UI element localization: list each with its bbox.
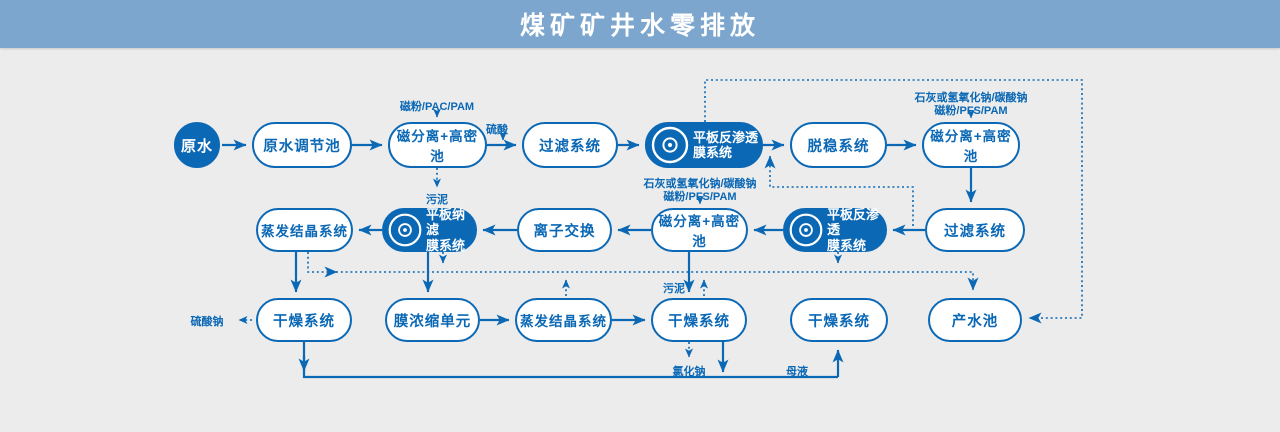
node-evap-cryst-2: 蒸发结晶系统 <box>515 298 612 342</box>
title-bar: 煤矿矿井水零排放 <box>0 0 1280 48</box>
node-filter-1: 过滤系统 <box>522 122 618 168</box>
node-magsep-hd-3: 磁分离+高密池 <box>651 208 748 252</box>
label-dosing-2b: 磁粉/PFS/PAM <box>934 105 1008 117</box>
label-sodium-sulfate: 硫酸钠 <box>190 316 224 328</box>
node-dry-2: 干燥系统 <box>651 298 747 342</box>
dotted-connectors <box>238 79 1083 358</box>
node-raw-water-pool: 原水调节池 <box>252 122 352 168</box>
label-mother-liquor: 母液 <box>786 366 808 378</box>
node-nf-membrane: 平板纳滤膜系统 <box>382 207 477 253</box>
node-magsep-hd-2: 磁分离+高密池 <box>922 122 1020 168</box>
node-ro-membrane-1: 平板反渗透膜系统 <box>645 122 763 168</box>
node-evap-cryst-1: 蒸发结晶系统 <box>256 208 353 252</box>
label-sludge-1: 污泥 <box>426 194 448 206</box>
condensate-line-to-productpool <box>307 252 979 291</box>
node-ion-exchange: 离子交换 <box>517 208 612 252</box>
solid-connectors <box>222 139 977 379</box>
mother-liquor-line <box>302 342 838 379</box>
page-title: 煤矿矿井水零排放 <box>519 12 760 40</box>
node-dry-3: 干燥系统 <box>790 298 888 342</box>
node-magsep-hd-1: 磁分离+高密池 <box>388 122 487 168</box>
label-sludge-2: 污泥 <box>663 283 685 295</box>
ro1-permeate-to-productpool <box>704 79 1083 324</box>
membrane-icon <box>650 125 690 165</box>
node-filter-2: 过滤系统 <box>925 208 1025 252</box>
node-membrane-conc: 膜浓缩单元 <box>385 298 480 342</box>
membrane-icon <box>788 212 824 248</box>
label-dosing-3b: 磁粉/PFS/PAM <box>663 191 737 203</box>
label-sulfuric-acid: 硫酸 <box>486 124 508 136</box>
node-dry-1: 干燥系统 <box>256 298 352 342</box>
bypass-to-destab-inlet <box>764 155 914 226</box>
node-ro-membrane-2: 平板反渗透膜系统 <box>783 207 887 253</box>
membrane-icon <box>387 212 423 248</box>
label-sodium-chloride: 氯化钠 <box>672 366 706 378</box>
node-destab: 脱稳系统 <box>790 122 887 168</box>
label-dosing-2a: 石灰或氢氧化钠/碳酸钠 <box>914 92 1028 104</box>
label-dosing-3a: 石灰或氢氧化钠/碳酸钠 <box>643 178 757 190</box>
node-product-pool: 产水池 <box>928 298 1022 342</box>
node-raw-water: 原水 <box>174 122 220 168</box>
label-dosing-1: 磁粉/PAC/PAM <box>399 101 475 113</box>
